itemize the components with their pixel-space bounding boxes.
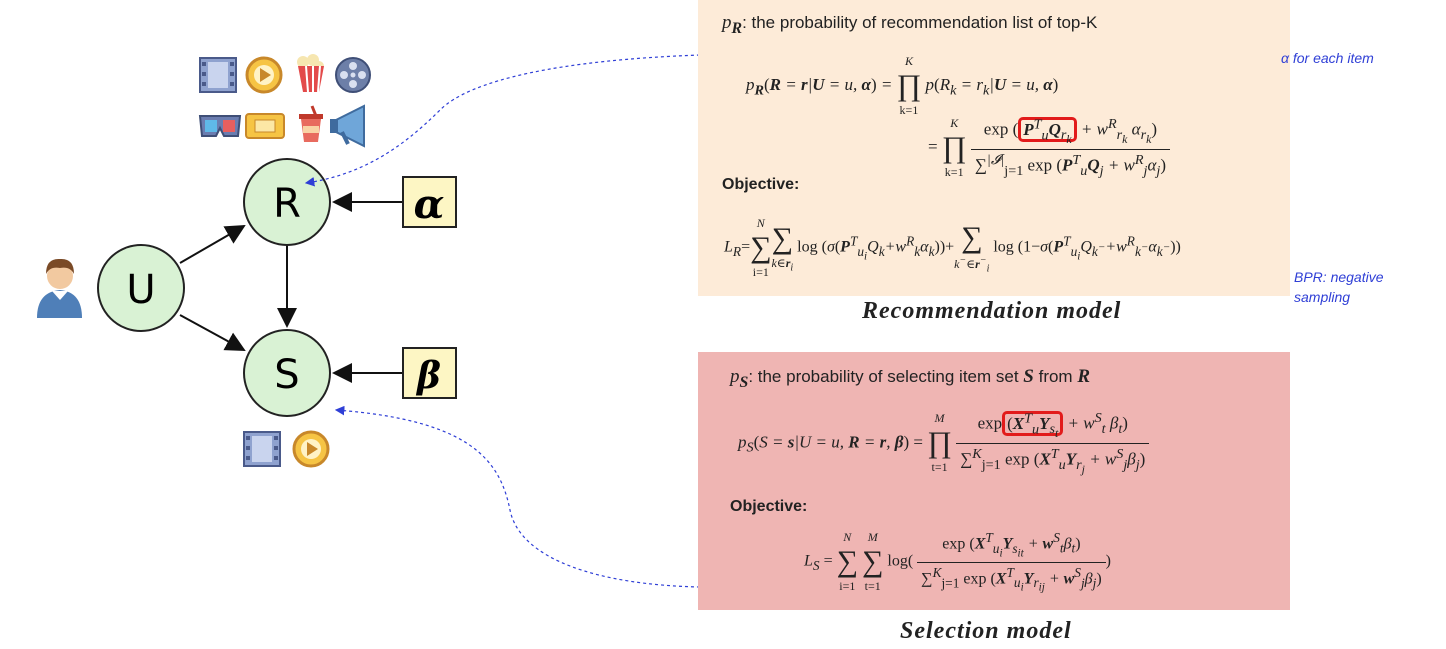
recommendation-equation-line2: = K∏k=1 exp (PTuQrk + wRrk αrk) ∑|𝓘|j=1 …: [928, 116, 1171, 180]
drink-cup-icon: [299, 105, 323, 142]
bpr-note: BPR: negative sampling: [1294, 269, 1384, 305]
selection-objective-label: Objective:: [730, 498, 808, 515]
node-s-label: S: [274, 352, 299, 398]
recommendation-objective-label: Objective:: [722, 176, 800, 193]
param-beta-label: β: [415, 355, 441, 397]
alpha-note: α for each item: [1281, 50, 1374, 66]
play-icon: [292, 430, 330, 468]
film-icon: [199, 57, 237, 93]
selection-panel: pS: the probability of selecting item se…: [698, 352, 1290, 610]
selection-title: pS: the probability of selecting item se…: [730, 366, 1091, 391]
3d-glasses-icon: [198, 115, 242, 137]
param-alpha-label: α: [414, 181, 445, 228]
selection-objective-equation: LS = N∑i=1 M∑t=1 log( exp (XTuiYsit + wS…: [804, 530, 1111, 594]
edge-u-r: [179, 224, 246, 264]
reel-icon: [335, 57, 371, 93]
selection-caption: Selection model: [900, 618, 1072, 644]
param-beta-box: β: [402, 347, 457, 399]
node-u: U: [97, 244, 185, 332]
film-icon: [243, 431, 281, 467]
megaphone-icon: [330, 104, 365, 148]
selection-equation: pS(S = s|U = u, R = r, β) = M∏t=1 exp(XT…: [738, 410, 1150, 477]
user-avatar-icon: [37, 258, 82, 318]
selection-title-text-1: : the probability of selecting item set: [748, 367, 1024, 386]
ticket-icon: [245, 113, 285, 139]
graphical-model: U R S α β: [37, 54, 457, 468]
recommendation-caption: Recommendation model: [862, 298, 1122, 324]
node-r: R: [243, 158, 331, 246]
recommendation-title-text: : the probability of recommendation list…: [742, 13, 1098, 32]
param-alpha-box: α: [402, 176, 457, 228]
recommendation-title: pR: the probability of recommendation li…: [722, 12, 1098, 37]
node-u-label: U: [126, 267, 155, 313]
node-s: S: [243, 329, 331, 417]
recommendation-panel: pR: the probability of recommendation li…: [698, 0, 1290, 296]
play-icon: [245, 56, 283, 94]
recommendation-objective-equation: LR=N∑i=1∑k∈ri log (σ(PTuiQk+wRkαk))+∑k−∈…: [724, 216, 1181, 279]
edge-u-s: [179, 314, 246, 351]
recommendation-equation-line1: pR(R = r|U = u, α) = K∏k=1 p(Rk = rk|U =…: [746, 54, 1059, 117]
selection-title-text-2: from: [1033, 367, 1078, 386]
node-r-label: R: [273, 181, 301, 227]
popcorn-icon: [297, 54, 324, 93]
